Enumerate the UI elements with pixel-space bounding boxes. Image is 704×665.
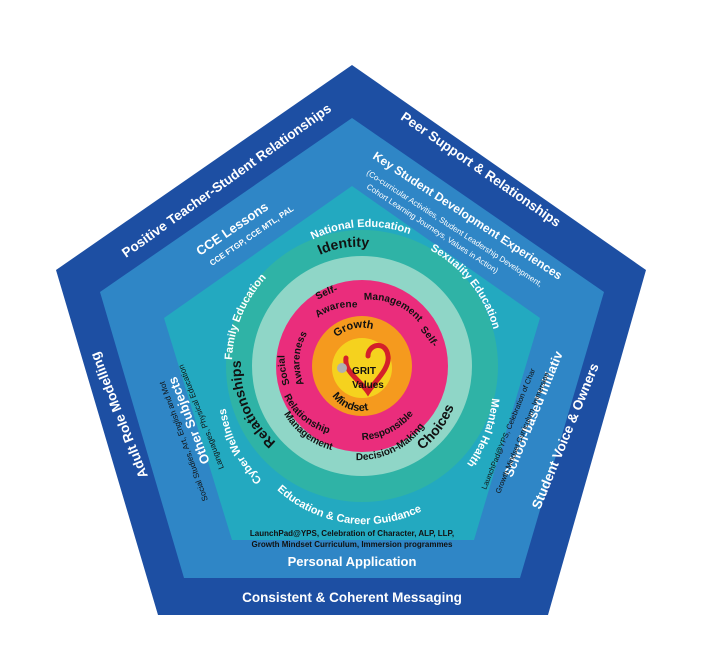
personal-application-title: Personal Application	[288, 554, 417, 569]
personal-application-sub-line2: Growth Mindset Curriculum, Immersion pro…	[252, 540, 453, 549]
personal-application-sub-line1: LaunchPad@YPS, Celebration of Character,…	[250, 529, 454, 538]
heart-icon	[343, 343, 391, 397]
core-emblem-icon	[337, 363, 347, 373]
values-label: Values	[352, 380, 384, 391]
grit-label: GRIT	[352, 366, 376, 377]
outer-bottom-label: Consistent & Coherent Messaging	[242, 590, 462, 605]
